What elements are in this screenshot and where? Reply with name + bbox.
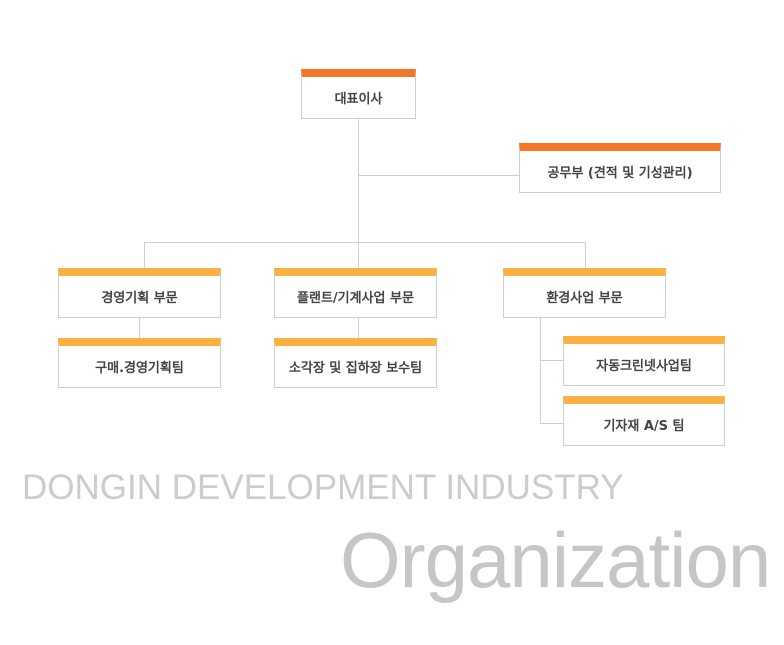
division-label: 플랜트/기계사업 부문 <box>297 291 414 306</box>
ceo-box: 대표이사 <box>301 69 416 119</box>
division-label: 환경사업 부문 <box>546 291 623 306</box>
division-box: 환경사업 부문 <box>503 268 666 318</box>
division-box: 플랜트/기계사업 부문 <box>274 268 437 318</box>
ceo-label: 대표이사 <box>334 92 383 107</box>
company-name: DONGIN DEVELOPMENT INDUSTRY <box>22 468 624 507</box>
construction-dept-box: 공무부 (견적 및 기성관리) <box>519 143 721 193</box>
connector-line <box>144 242 586 243</box>
team-box: 자동크린넷사업팀 <box>563 336 725 386</box>
team-label: 기자재 A/S 팀 <box>603 419 685 434</box>
connector-line <box>540 423 563 424</box>
connector-line <box>358 118 359 268</box>
connector-line <box>358 175 519 176</box>
connector-line <box>139 317 140 338</box>
team-label: 자동크린넷사업팀 <box>596 359 692 374</box>
construction-dept-label: 공무부 (견적 및 기성관리) <box>547 166 693 181</box>
team-box: 구매.경영기획팀 <box>58 338 221 388</box>
connector-line <box>540 360 563 361</box>
team-box: 소각장 및 집하장 보수팀 <box>274 338 437 388</box>
team-box: 기자재 A/S 팀 <box>563 396 725 446</box>
connector-line <box>540 317 541 423</box>
connector-line <box>144 242 145 268</box>
division-box: 경영기획 부문 <box>58 268 221 318</box>
division-label: 경영기획 부문 <box>101 291 178 306</box>
connector-line <box>585 242 586 268</box>
page-title: Organization <box>340 516 771 604</box>
connector-line <box>358 317 359 338</box>
team-label: 구매.경영기획팀 <box>95 361 184 376</box>
team-label: 소각장 및 집하장 보수팀 <box>288 361 423 376</box>
